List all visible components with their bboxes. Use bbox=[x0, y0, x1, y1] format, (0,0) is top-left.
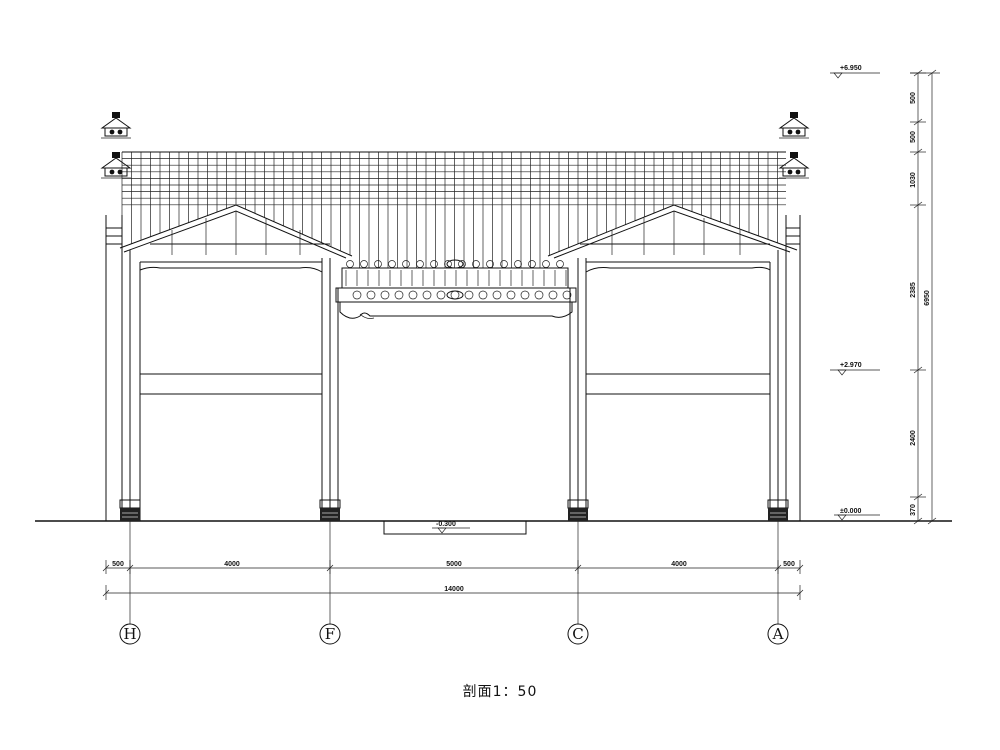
column-bases bbox=[119, 499, 789, 521]
horizontal-dim-1: 500 bbox=[112, 561, 124, 568]
left-gable bbox=[119, 204, 353, 259]
horizontal-dim-3: 5000 bbox=[446, 561, 462, 568]
horizontal-dim-5: 500 bbox=[783, 561, 795, 568]
vertical-dim-total: 6950 bbox=[924, 290, 931, 306]
vertical-dimension-chain: 500 500 1030 2385 2400 370 6950 bbox=[910, 69, 940, 525]
vertical-dim-1: 500 bbox=[910, 92, 917, 104]
vertical-dim-5: 2400 bbox=[910, 430, 917, 446]
level-marker-pit: -0.300 bbox=[432, 521, 470, 534]
axis-bubble-h: H bbox=[119, 623, 141, 645]
horizontal-dimension-chain: 500 4000 5000 4000 500 14000 bbox=[102, 560, 804, 600]
level-marker-top: +6.950 bbox=[830, 65, 880, 79]
svg-text:+2.970: +2.970 bbox=[840, 362, 862, 369]
vertical-dim-3: 1030 bbox=[910, 172, 917, 188]
axis-lines bbox=[129, 521, 779, 624]
vertical-dim-4: 2385 bbox=[910, 282, 917, 298]
horizontal-dim-4: 4000 bbox=[671, 561, 687, 568]
level-marker-mid: +2.970 bbox=[830, 362, 880, 376]
svg-text:-0.300: -0.300 bbox=[436, 521, 456, 528]
columns bbox=[105, 215, 801, 521]
svg-text:+6.950: +6.950 bbox=[840, 65, 862, 72]
horizontal-dim-total: 14000 bbox=[444, 586, 464, 593]
axis-bubble-c: C bbox=[567, 623, 589, 645]
drawing-title: 剖面1：50 bbox=[463, 684, 538, 700]
right-gable bbox=[547, 204, 798, 259]
svg-text:±0.000: ±0.000 bbox=[840, 508, 861, 515]
roof-finials bbox=[100, 112, 810, 179]
horizontal-dim-2: 4000 bbox=[224, 561, 240, 568]
svg-text:F: F bbox=[325, 625, 335, 643]
left-bay bbox=[139, 261, 323, 395]
svg-text:C: C bbox=[572, 625, 583, 643]
svg-text:H: H bbox=[123, 625, 136, 643]
axis-bubble-a: A bbox=[767, 623, 789, 645]
axis-bubble-f: F bbox=[319, 623, 341, 645]
vertical-dim-6: 370 bbox=[910, 504, 917, 516]
svg-text:A: A bbox=[772, 625, 784, 643]
vertical-dim-2: 500 bbox=[910, 131, 917, 143]
ground-pit bbox=[383, 521, 527, 535]
central-ornament-panel bbox=[335, 259, 577, 319]
level-marker-ground: ±0.000 bbox=[834, 508, 880, 521]
right-bay bbox=[585, 261, 771, 395]
